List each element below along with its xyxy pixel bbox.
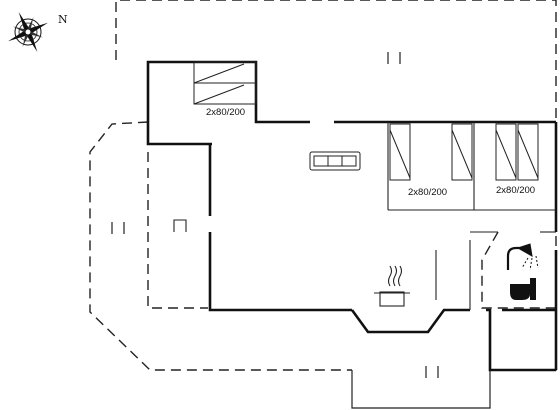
sofa-icon [309, 151, 361, 171]
wall-north-west-lower [146, 122, 212, 146]
bed-icon-mid [389, 123, 473, 181]
shower-icon [506, 243, 539, 271]
door-mark-west [173, 219, 187, 232]
compass-rose-icon [8, 12, 48, 52]
bed-size-label-mid: 2x80/200 [408, 187, 447, 198]
south-terrace [351, 370, 491, 409]
wall-south-east [486, 308, 556, 372]
terrace-outline [89, 0, 557, 371]
cooking-pot-icon [374, 265, 410, 307]
window-marks [111, 52, 439, 378]
bed-size-label-top: 2x80/200 [206, 107, 245, 118]
compass-north-label: N [58, 13, 68, 26]
bed-icon-right [495, 123, 539, 181]
partitions [387, 122, 556, 310]
bath-partition-dashed [481, 231, 556, 309]
wall-kitchen-bay [350, 308, 470, 334]
west-inner-boundary [147, 152, 208, 309]
west-terrace-boundary [89, 121, 352, 371]
wall-west-lower [208, 232, 352, 312]
toilet-icon [510, 278, 536, 300]
walls [146, 60, 558, 372]
north-terrace-boundary [115, 0, 557, 120]
bed-size-label-right: 2x80/200 [496, 185, 535, 196]
bunk-bed-icon [193, 61, 257, 105]
